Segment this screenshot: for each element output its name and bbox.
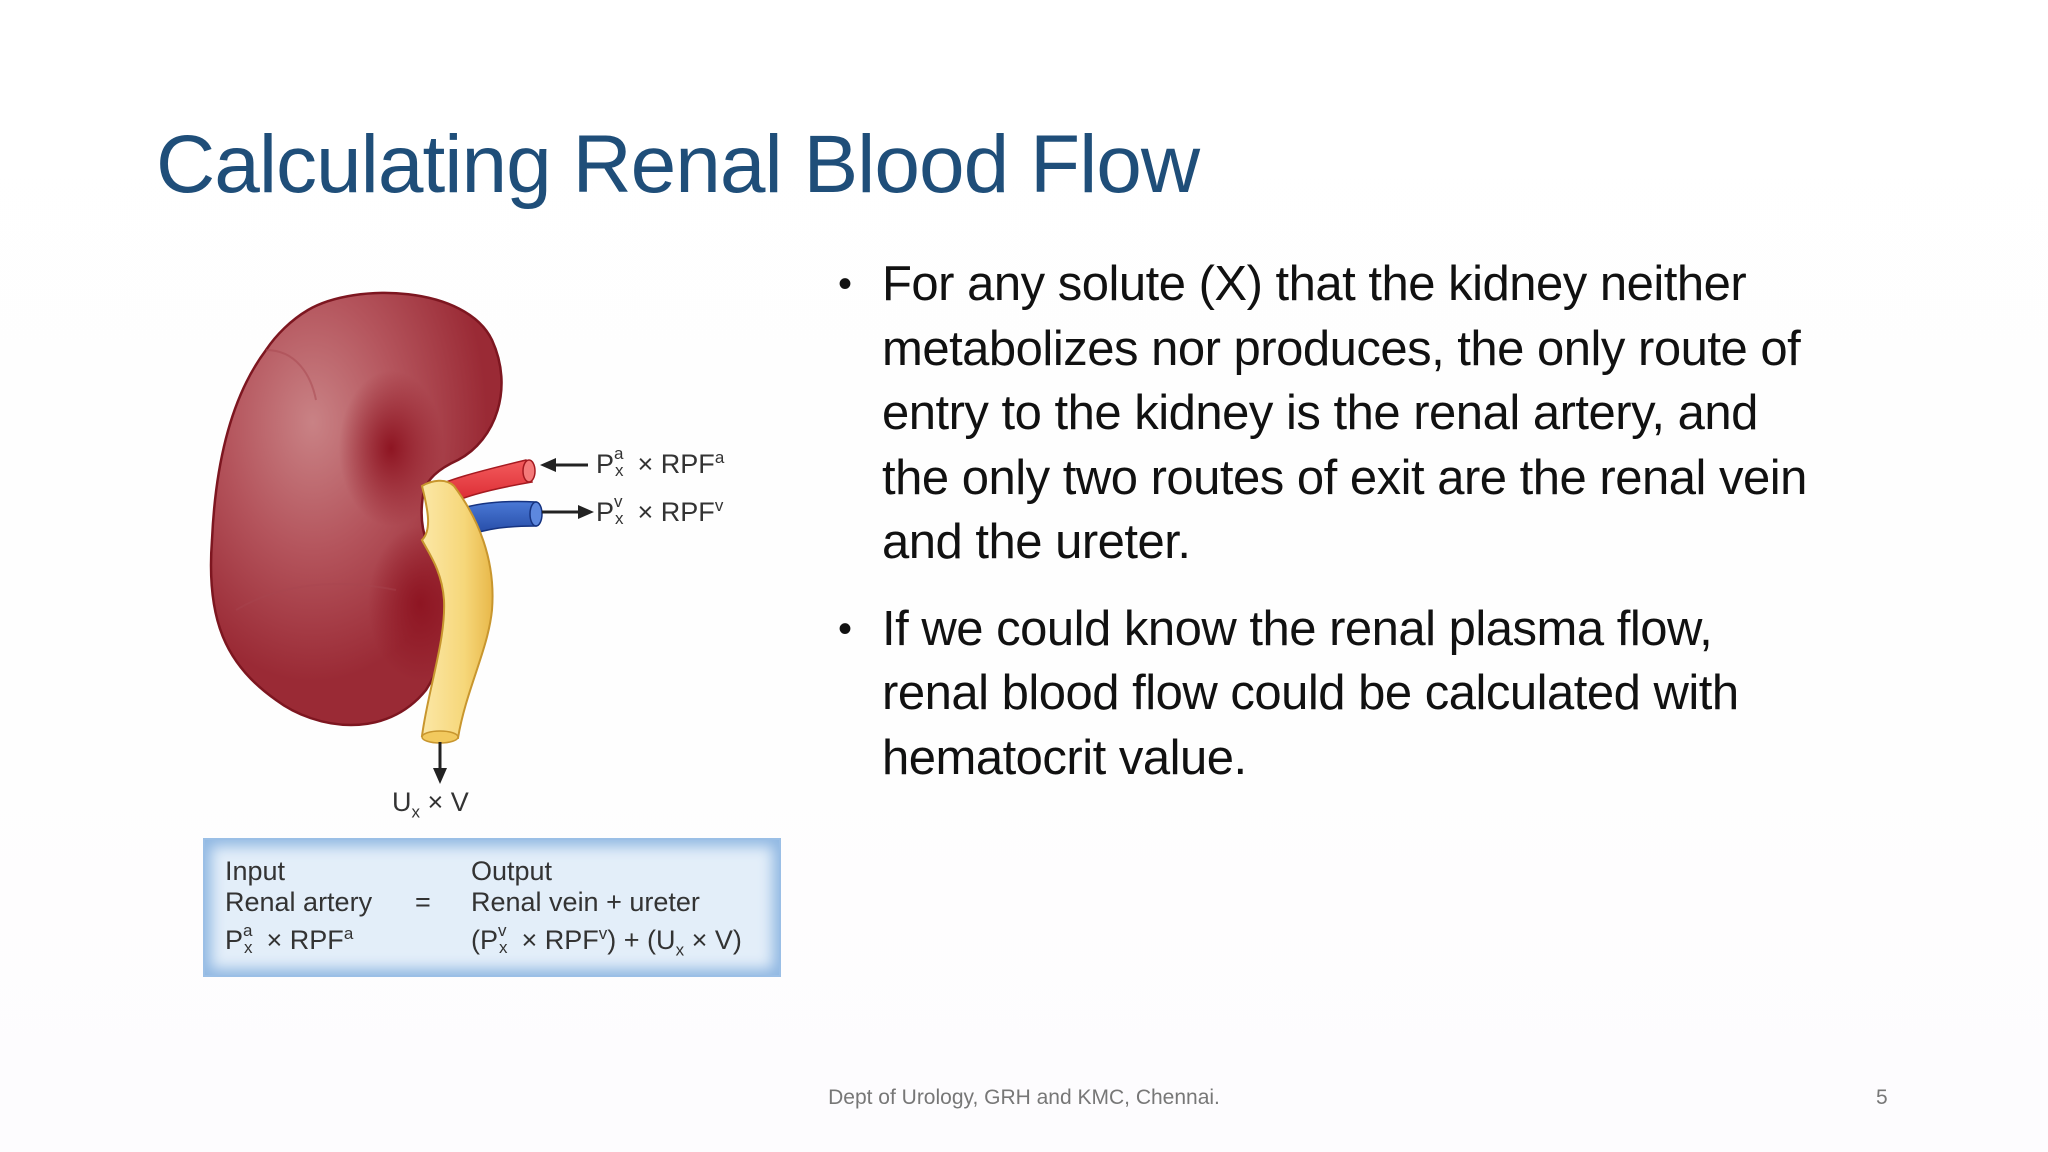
slide-title: Calculating Renal Blood Flow: [156, 119, 1200, 210]
bullet-item: • For any solute (X) that the kidney nei…: [838, 252, 1988, 575]
arrow-out-icon: [542, 505, 594, 519]
output-name: Renal vein + ureter: [471, 887, 700, 917]
equals-sign: =: [415, 887, 431, 917]
bullet-item: • If we could know the renal plasma flow…: [838, 597, 1988, 791]
bullet-list: • For any solute (X) that the kidney nei…: [838, 252, 1988, 812]
page-number: 5: [1876, 1086, 1888, 1109]
output-header: Output: [471, 856, 553, 886]
bullet-dot-icon: •: [838, 606, 852, 651]
slide-footer: Dept of Urology, GRH and KMC, Chennai.: [828, 1086, 1220, 1109]
input-name: Renal artery: [225, 887, 373, 917]
input-header: Input: [225, 856, 286, 886]
bullet-dot-icon: •: [838, 262, 852, 306]
kidney-illustration: [209, 291, 594, 784]
ureter-label: Ux × V: [392, 787, 469, 822]
arrow-down-icon: [433, 742, 447, 784]
arrow-in-icon: [540, 458, 588, 472]
